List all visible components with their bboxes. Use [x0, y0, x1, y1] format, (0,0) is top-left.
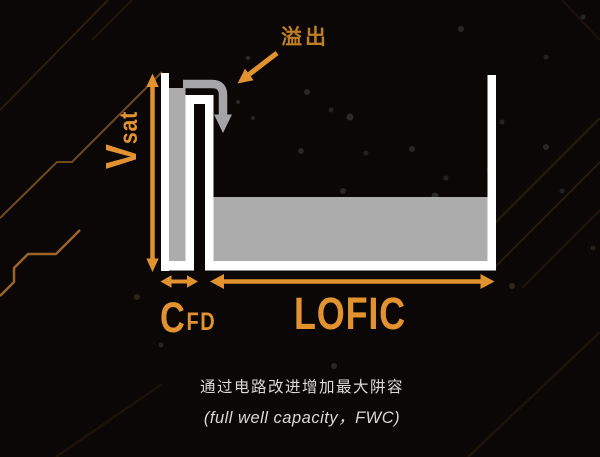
- cfd-subscript: FD: [186, 308, 217, 336]
- overflow-label: 溢出: [281, 26, 329, 49]
- barrier-top: [185, 95, 214, 104]
- cfd-charge-fill: [169, 88, 186, 261]
- vsat-subscript: sat: [114, 110, 143, 145]
- vsat-base: V: [97, 144, 146, 170]
- cfd-width-arrow-icon: [160, 275, 198, 288]
- cfd-base: C: [160, 294, 185, 342]
- vsat-measure-arrow-icon: [146, 73, 159, 272]
- barrier-right-wall: [205, 95, 214, 271]
- cfd-well: [161, 73, 214, 271]
- lofic-width-arrow-icon: [210, 274, 495, 289]
- cfd-left-wall: [161, 73, 169, 271]
- cfd-floor: [161, 261, 194, 271]
- overflow-pointer-arrow-icon: [237, 51, 279, 84]
- caption-line-2: (full well capacity，FWC): [203, 409, 401, 427]
- caption-line-1: 通过电路改进增加最大阱容: [199, 379, 404, 396]
- overflow-flow-arrow-icon: [183, 79, 232, 133]
- lofic-charge-fill: [213, 197, 488, 261]
- caption: 通过电路改进增加最大阱容 (full well capacity，FWC): [72, 375, 532, 428]
- lofic-floor: [205, 261, 496, 271]
- lofic-well: [205, 75, 496, 271]
- lofic-right-wall: [487, 75, 496, 271]
- cfd-label: CFD: [160, 297, 216, 340]
- lofic-label: LOFIC: [294, 288, 406, 339]
- barrier-left-wall: [185, 95, 194, 271]
